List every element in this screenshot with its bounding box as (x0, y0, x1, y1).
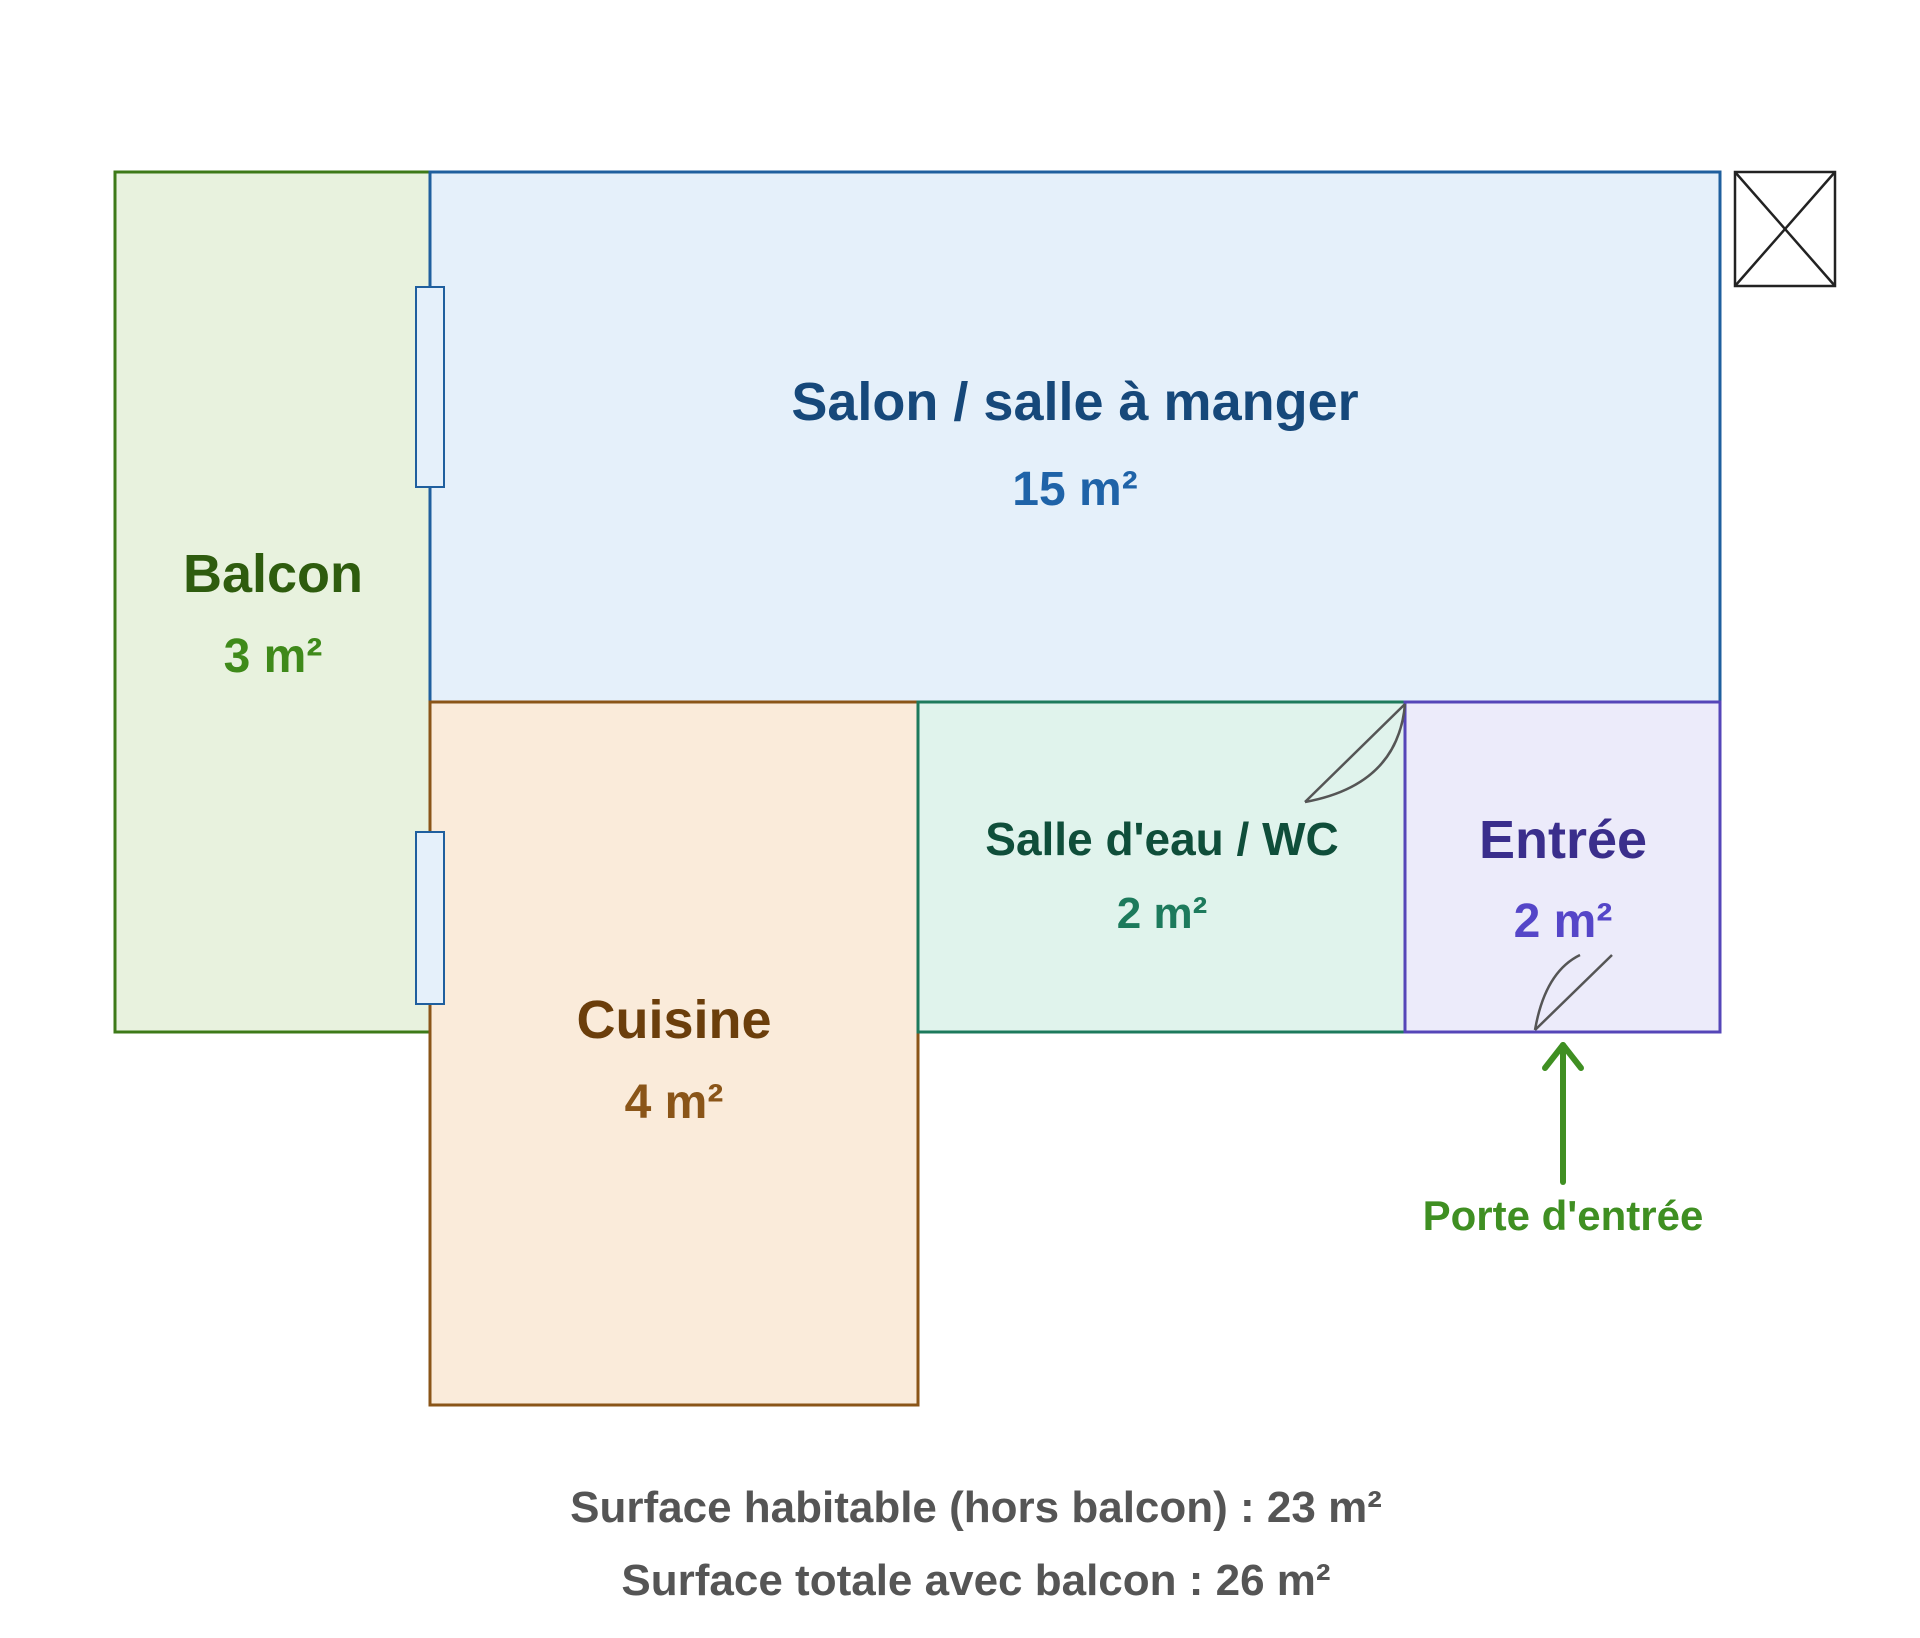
room-salon-area-label: 15 m² (1012, 463, 1137, 516)
window-icon (415, 286, 445, 488)
room-salon: Salon / salle à manger 15 m² (428, 170, 1722, 704)
door-swing-icon (1533, 953, 1613, 1031)
room-salle-eau-area (916, 700, 1407, 1034)
room-cuisine-name: Cuisine (576, 990, 771, 1050)
room-salon-area (428, 170, 1722, 704)
room-entree-name: Entrée (1479, 810, 1647, 870)
room-balcon-area (113, 170, 432, 1034)
room-entree: Entrée 2 m² (1403, 700, 1722, 1034)
front-door-label: Porte d'entrée (1423, 1192, 1704, 1239)
room-cuisine: Cuisine 4 m² (428, 700, 920, 1407)
room-cuisine-area-label: 4 m² (625, 1076, 724, 1129)
surface-habitable-text: Surface habitable (hors balcon) : 23 m² (570, 1483, 1382, 1532)
room-balcon-name: Balcon (183, 544, 363, 604)
shaft-cross-icon (1733, 170, 1837, 288)
room-salle-eau: Salle d'eau / WC 2 m² (916, 700, 1407, 1034)
room-balcon-area-label: 3 m² (224, 630, 323, 683)
room-salle-eau-area-label: 2 m² (1117, 889, 1207, 938)
room-salle-eau-name: Salle d'eau / WC (985, 813, 1338, 865)
door-swing-icon (1304, 703, 1407, 804)
room-balcon: Balcon 3 m² (113, 170, 432, 1034)
room-entree-area (1403, 700, 1722, 1034)
surface-totale-text: Surface totale avec balcon : 26 m² (621, 1556, 1330, 1605)
room-salon-name: Salon / salle à manger (791, 372, 1358, 432)
room-cuisine-area (428, 700, 920, 1407)
window-icon (415, 831, 445, 1005)
arrow-up-icon (1542, 1042, 1584, 1185)
room-entree-area-label: 2 m² (1514, 895, 1613, 948)
